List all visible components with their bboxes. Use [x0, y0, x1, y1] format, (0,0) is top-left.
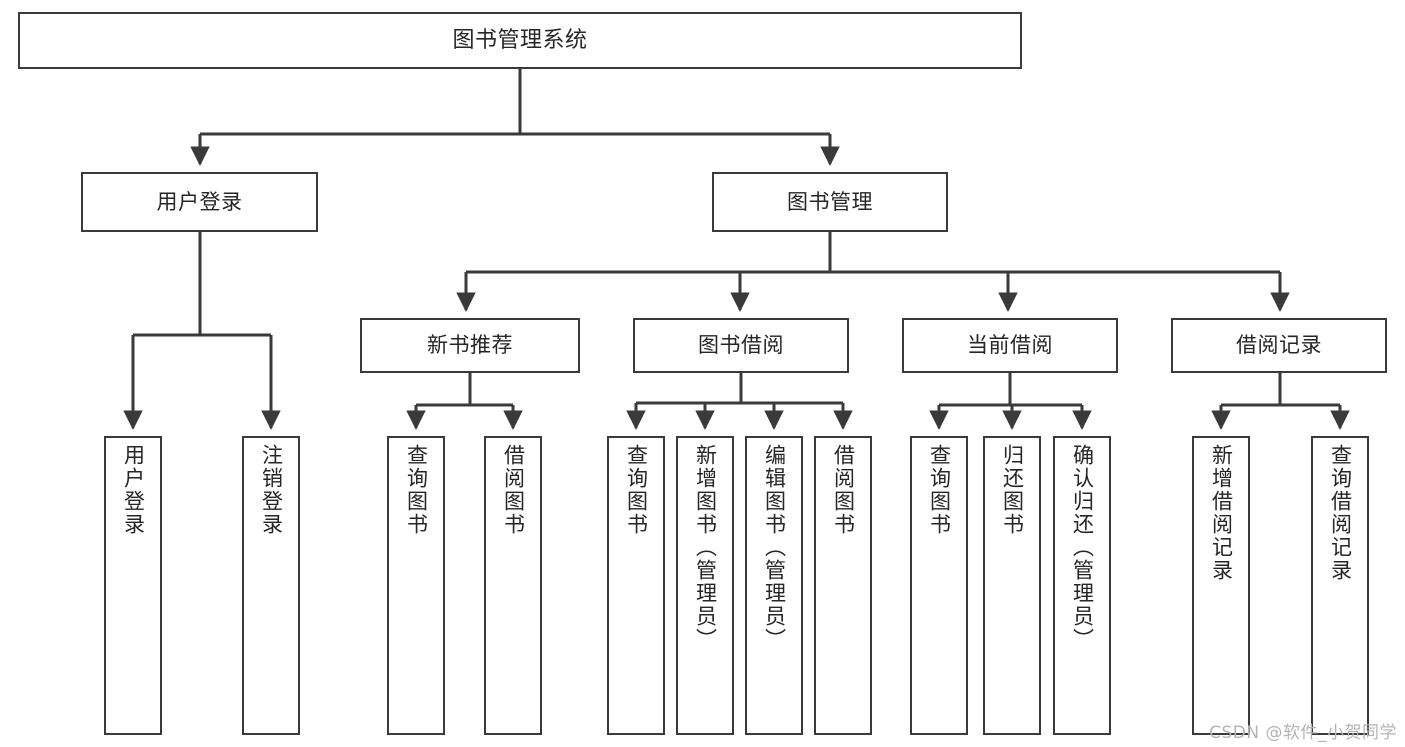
node-new-book-rec-label: 新书推荐 [427, 333, 513, 358]
node-leaf-borrow-book-1-label: 借阅图书 [501, 444, 526, 536]
node-leaf-borrow-book-2-label: 借阅图书 [831, 444, 856, 536]
node-root-label: 图书管理系统 [452, 27, 588, 53]
node-leaf-return-book[interactable]: 归还图书 [983, 436, 1041, 735]
node-current-borrow[interactable]: 当前借阅 [902, 318, 1118, 373]
node-root[interactable]: 图书管理系统 [18, 12, 1022, 69]
node-current-borrow-label: 当前借阅 [967, 333, 1053, 358]
node-leaf-add-book-label: 新增图书（管理员） [693, 444, 718, 651]
node-leaf-edit-book-label: 编辑图书（管理员） [762, 444, 787, 651]
node-leaf-user-login[interactable]: 用户登录 [104, 436, 162, 735]
node-leaf-query-book-1[interactable]: 查询图书 [387, 436, 445, 735]
node-leaf-query-book-2-label: 查询图书 [624, 444, 649, 536]
node-book-manage[interactable]: 图书管理 [712, 172, 948, 232]
node-leaf-borrow-book-2[interactable]: 借阅图书 [814, 436, 872, 735]
node-book-manage-label: 图书管理 [787, 189, 873, 214]
node-leaf-user-login-label: 用户登录 [121, 444, 146, 536]
node-leaf-logout-label: 注销登录 [259, 444, 284, 536]
node-leaf-query-book-2[interactable]: 查询图书 [607, 436, 665, 735]
node-leaf-add-record[interactable]: 新增借阅记录 [1192, 436, 1250, 735]
node-leaf-query-book-3-label: 查询图书 [927, 444, 952, 536]
node-borrow-record-label: 借阅记录 [1236, 333, 1322, 358]
node-leaf-query-book-1-label: 查询图书 [404, 444, 429, 536]
node-leaf-confirm-return-label: 确认归还（管理员） [1070, 444, 1095, 651]
node-leaf-query-record-label: 查询借阅记录 [1328, 444, 1353, 582]
node-leaf-edit-book[interactable]: 编辑图书（管理员） [745, 436, 803, 735]
node-leaf-borrow-book-1[interactable]: 借阅图书 [484, 436, 542, 735]
node-book-borrow-label: 图书借阅 [698, 333, 784, 358]
node-leaf-add-record-label: 新增借阅记录 [1209, 444, 1234, 582]
node-user-login[interactable]: 用户登录 [81, 172, 318, 232]
node-new-book-rec[interactable]: 新书推荐 [360, 318, 580, 373]
node-book-borrow[interactable]: 图书借阅 [633, 318, 849, 373]
node-leaf-confirm-return[interactable]: 确认归还（管理员） [1053, 436, 1111, 735]
node-leaf-query-book-3[interactable]: 查询图书 [910, 436, 968, 735]
csdn-watermark: CSDN @软件_小贺同学 [1209, 723, 1397, 743]
node-leaf-add-book[interactable]: 新增图书（管理员） [676, 436, 734, 735]
node-leaf-return-book-label: 归还图书 [1000, 444, 1025, 536]
node-leaf-logout[interactable]: 注销登录 [242, 436, 300, 735]
node-borrow-record[interactable]: 借阅记录 [1171, 318, 1387, 373]
node-leaf-query-record[interactable]: 查询借阅记录 [1311, 436, 1369, 735]
node-user-login-label: 用户登录 [156, 189, 243, 214]
